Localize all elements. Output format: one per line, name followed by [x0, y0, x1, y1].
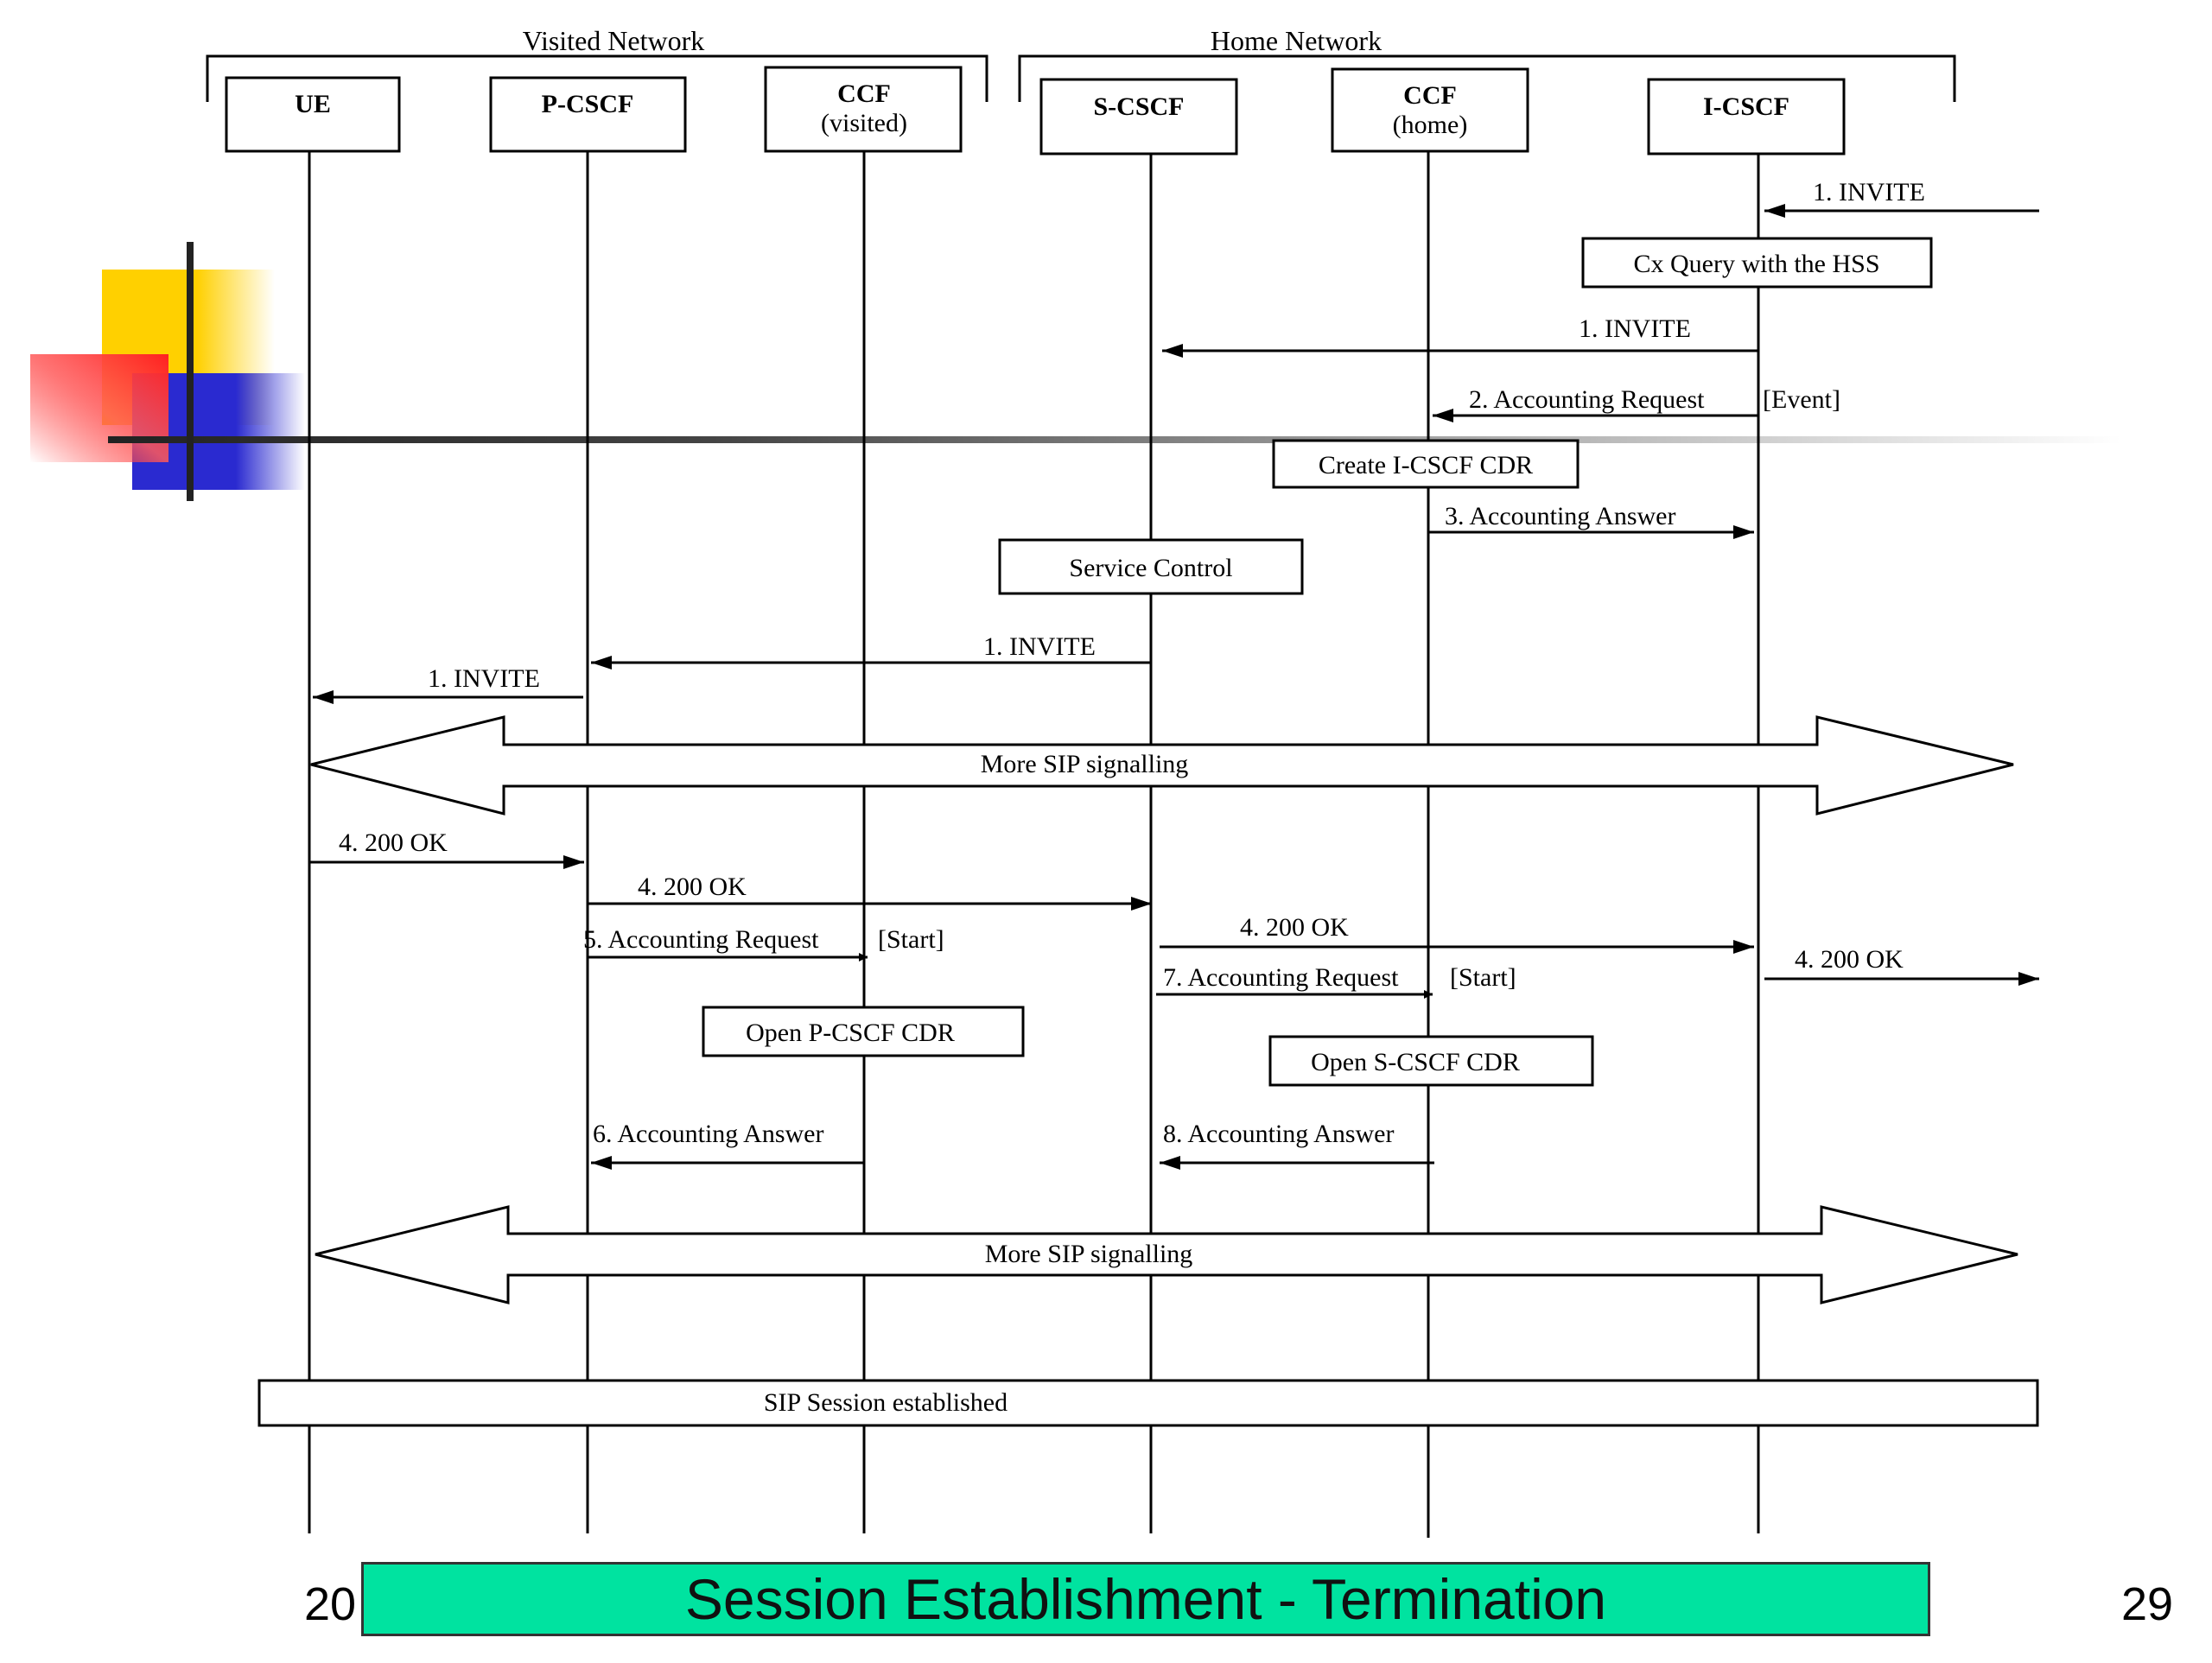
message-accounting-request-7-label: 7. Accounting Request: [1163, 963, 1399, 992]
visited-network-label: Visited Network: [523, 25, 704, 56]
entity-ccf-home: CCF (home): [1331, 67, 1529, 153]
hss-query-box: Cx Query with the HSS: [1581, 237, 1933, 289]
entity-ccf-visited-label: CCF: [837, 79, 891, 108]
message-invite-scscf-pcscf: 1. INVITE: [591, 632, 1151, 670]
message-200ok-ue-pcscf: 4. 200 OK: [309, 828, 584, 869]
entity-pcscf: P-CSCF: [489, 76, 687, 153]
slide-title: Session Establishment - Termination: [361, 1562, 1930, 1636]
more-sip-signalling-2: More SIP signalling: [315, 1205, 2018, 1304]
message-accounting-request-5-start: [Start]: [878, 925, 944, 954]
message-invite-icscf-scscf-label: 1. INVITE: [1579, 314, 1691, 343]
home-network-label: Home Network: [1211, 25, 1382, 56]
hss-query-label: Cx Query with the HSS: [1634, 250, 1880, 278]
entity-ue-label: UE: [295, 90, 331, 118]
decor-horizontal-rule: [108, 436, 2121, 443]
entity-scscf-label: S-CSCF: [1093, 92, 1184, 121]
open-scscf-cdr-label: Open S-CSCF CDR: [1311, 1048, 1520, 1076]
message-200ok-pcscf-scscf-label: 4. 200 OK: [638, 873, 747, 901]
footer-year: 20: [304, 1578, 357, 1630]
message-invite-pcscf-ue-label: 1. INVITE: [428, 664, 540, 693]
session-established-bar: SIP Session established: [257, 1379, 2039, 1427]
message-accounting-answer-8-label: 8. Accounting Answer: [1163, 1120, 1394, 1148]
entity-ccf-home-label: CCF: [1403, 81, 1457, 110]
message-accounting-request-5: 5. Accounting Request [Start]: [583, 925, 944, 962]
message-accounting-request-7: 7. Accounting Request [Start]: [1156, 963, 1516, 999]
session-established-label: SIP Session established: [764, 1388, 1007, 1417]
more-sip-signalling-1: More SIP signalling: [310, 715, 2014, 816]
message-accounting-request-5-label: 5. Accounting Request: [583, 925, 819, 954]
decor-red-square: [30, 354, 168, 462]
message-invite-incoming: 1. INVITE: [1764, 178, 2039, 218]
message-invite-icscf-scscf: 1. INVITE: [1162, 314, 1758, 358]
message-accounting-request-2-event: [Event]: [1763, 385, 1840, 414]
entity-icscf: I-CSCF: [1647, 78, 1846, 156]
message-accounting-answer-3-label: 3. Accounting Answer: [1445, 502, 1675, 530]
open-scscf-cdr-box: Open S-CSCF CDR: [1268, 1035, 1594, 1087]
slide-title-text: Session Establishment - Termination: [684, 1567, 1607, 1631]
message-invite-scscf-pcscf-label: 1. INVITE: [983, 632, 1096, 661]
entity-ccf-visited-sublabel: (visited): [821, 109, 907, 137]
visited-network-group: [206, 54, 988, 102]
more-sip-signalling-1-label: More SIP signalling: [981, 750, 1189, 778]
service-control-box: Service Control: [998, 538, 1304, 595]
service-control-label: Service Control: [1069, 554, 1232, 582]
message-200ok-outgoing-label: 4. 200 OK: [1795, 945, 1904, 974]
message-accounting-answer-3: 3. Accounting Answer: [1428, 502, 1754, 539]
entity-ue: UE: [225, 76, 401, 153]
create-icscf-cdr-box: Create I-CSCF CDR: [1272, 439, 1580, 489]
message-accounting-answer-6-label: 6. Accounting Answer: [593, 1120, 823, 1148]
entity-ccf-home-sublabel: (home): [1393, 111, 1468, 139]
page-number: 29: [2121, 1578, 2174, 1630]
entity-scscf: S-CSCF: [1039, 78, 1238, 156]
message-accounting-request-2: 2. Accounting Request [Event]: [1433, 385, 1840, 422]
open-pcscf-cdr-box: Open P-CSCF CDR: [702, 1006, 1025, 1057]
message-accounting-answer-6: 6. Accounting Answer: [591, 1120, 864, 1170]
message-200ok-ue-pcscf-label: 4. 200 OK: [339, 828, 448, 857]
home-network-group: [1018, 54, 1956, 102]
more-sip-signalling-2-label: More SIP signalling: [985, 1240, 1193, 1268]
create-icscf-cdr-label: Create I-CSCF CDR: [1319, 451, 1533, 479]
message-accounting-request-2-label: 2. Accounting Request: [1469, 385, 1705, 414]
corner-decoration: [30, 242, 2121, 501]
open-pcscf-cdr-label: Open P-CSCF CDR: [746, 1019, 955, 1047]
entity-ccf-visited: CCF (visited): [764, 66, 963, 153]
entity-pcscf-label: P-CSCF: [542, 90, 634, 118]
message-accounting-answer-8: 8. Accounting Answer: [1160, 1120, 1434, 1170]
message-accounting-request-7-start: [Start]: [1450, 963, 1516, 992]
message-200ok-outgoing: 4. 200 OK: [1764, 945, 2039, 986]
message-200ok-scscf-icscf-label: 4. 200 OK: [1240, 913, 1349, 942]
message-invite-incoming-label: 1. INVITE: [1813, 178, 1925, 206]
entity-icscf-label: I-CSCF: [1703, 92, 1789, 121]
lifelines: [308, 151, 1760, 1538]
message-200ok-scscf-icscf: 4. 200 OK: [1160, 913, 1754, 954]
decor-vertical-rule: [187, 242, 194, 501]
message-invite-pcscf-ue: 1. INVITE: [313, 664, 583, 704]
message-200ok-pcscf-scscf: 4. 200 OK: [588, 873, 1152, 911]
